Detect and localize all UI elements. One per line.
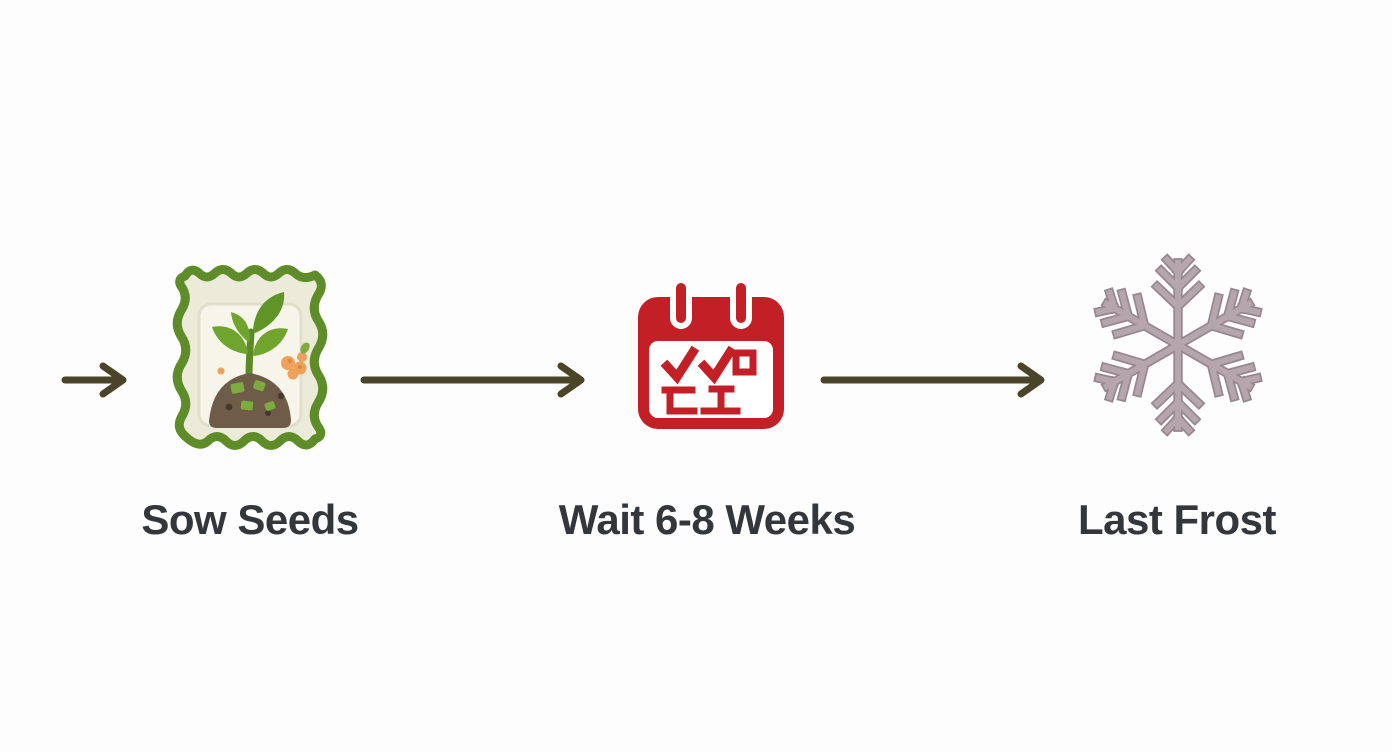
arrow-icon [360,362,585,398]
step-label-last-frost: Last Frost [1077,496,1277,543]
calendar-icon [638,277,784,429]
step-label-sow-seeds: Sow Seeds [141,496,359,543]
entry-arrow-icon [61,362,127,398]
snowflake-icon [1084,251,1272,439]
step-label-wait-6-8-weeks: Wait 6-8 Weeks [558,496,856,543]
arrow-icon [820,362,1045,398]
seed-packet-icon [172,265,328,450]
